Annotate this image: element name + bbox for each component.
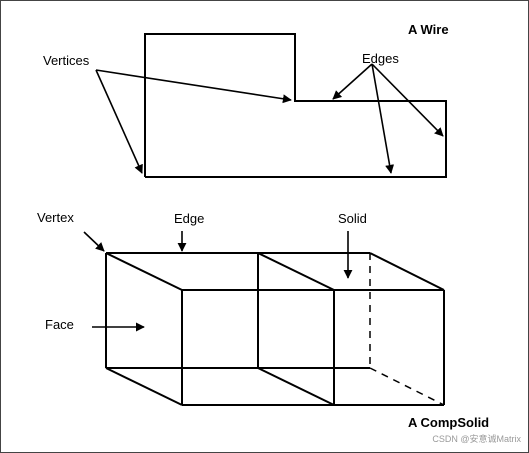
edge-depth-bottom-left [105, 367, 183, 406]
solid-label: Solid [338, 211, 367, 226]
edges-arrow-1 [332, 63, 373, 100]
edge-right-top [369, 252, 445, 291]
face-label: Face [45, 317, 74, 332]
vertices-label: Vertices [43, 53, 90, 68]
vertices-arrow-1 [95, 69, 292, 104]
compsolid-figure [83, 231, 445, 406]
wire-figure [95, 33, 447, 178]
vertex-arrow [83, 231, 105, 252]
edges-arrow-2 [371, 63, 444, 137]
edge-label: Edge [174, 211, 205, 226]
watermark: CSDN @安意诚Matrix [432, 434, 521, 444]
shared-face-bottom [257, 367, 335, 406]
wire-title: A Wire [408, 22, 449, 37]
shared-face-top [257, 252, 335, 291]
hidden-edge-depth [369, 367, 445, 406]
wire-outline [144, 33, 447, 178]
edges-arrow-3 [371, 63, 395, 174]
vertex-label: Vertex [37, 210, 74, 225]
edge-depth-top-left [105, 252, 183, 291]
vertices-arrow-2 [95, 69, 143, 174]
compsolid-title: A CompSolid [408, 415, 490, 430]
edges-label: Edges [362, 51, 399, 66]
